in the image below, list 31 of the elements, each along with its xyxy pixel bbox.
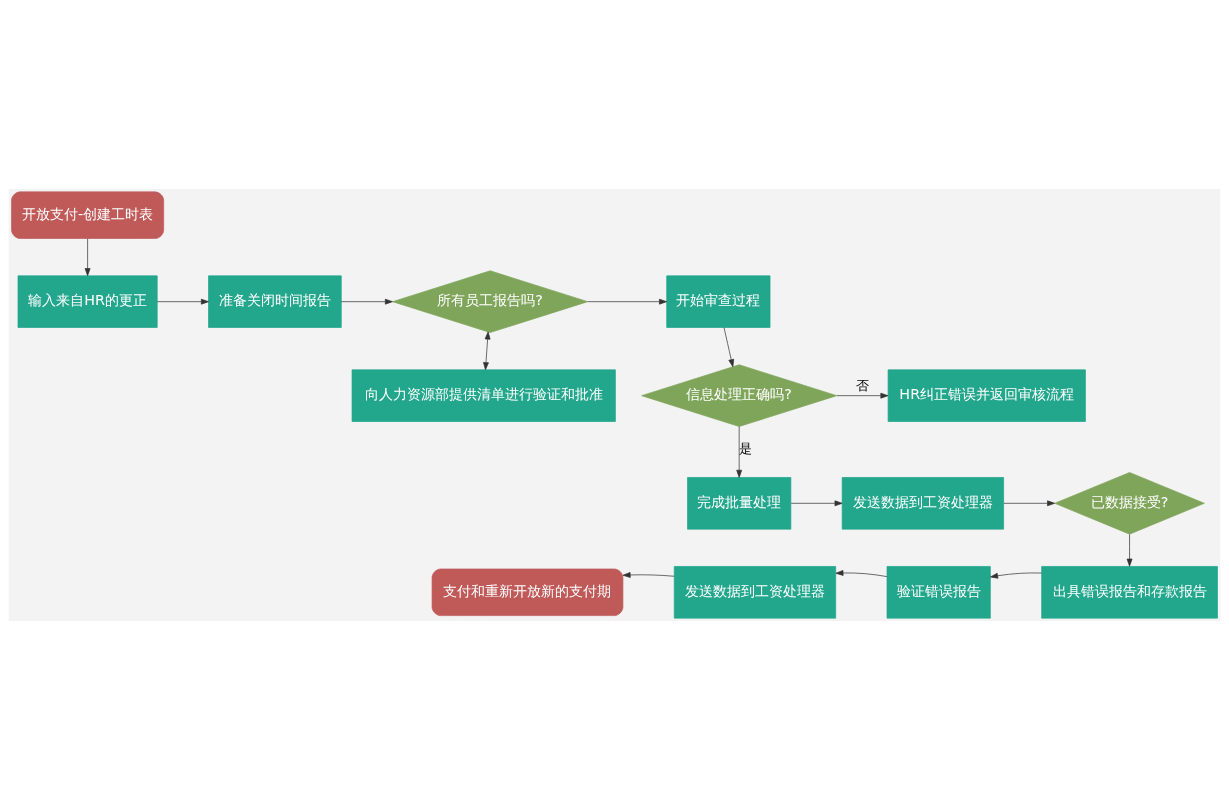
arrow <box>736 425 743 478</box>
arrow <box>483 331 491 370</box>
arrow <box>84 237 91 276</box>
arrow <box>790 499 843 506</box>
node-diamond: 已数据接受? <box>1054 471 1205 535</box>
node-diamond: 所有员工报告吗? <box>392 269 589 333</box>
arrow <box>622 571 675 578</box>
node-box: 发送数据到工资处理器 <box>673 565 837 618</box>
arrow <box>1003 499 1055 506</box>
node-box: 验证错误报告 <box>886 565 991 618</box>
node-box: 完成批量处理 <box>687 476 792 529</box>
node-box: 开放支付-创建工时表 <box>11 191 164 239</box>
arrow <box>836 392 889 399</box>
edge-label: 是 <box>739 440 753 456</box>
arrow <box>156 298 209 305</box>
node-box: 发送数据到工资处理器 <box>841 476 1004 529</box>
arrow <box>587 298 667 305</box>
arrow <box>1126 533 1133 567</box>
node-box: HR纠正错误并返回审核流程 <box>887 368 1086 422</box>
node-diamond: 信息处理正确吗? <box>641 363 838 427</box>
arrow <box>990 572 1042 579</box>
node-box: 向人力资源部提供清单进行验证和批准 <box>351 368 616 422</box>
arrow <box>340 298 393 305</box>
arrow <box>835 569 888 577</box>
node-box: 支付和重新开放新的支付期 <box>431 568 624 616</box>
arrow <box>723 326 735 367</box>
node-box: 开始审查过程 <box>666 274 771 328</box>
node-box: 准备关闭时间报告 <box>208 274 342 328</box>
node-box: 出具错误报告和存款报告 <box>1041 565 1218 618</box>
edge-label: 否 <box>856 377 870 392</box>
node-box: 输入来自HR的更正 <box>17 274 158 328</box>
